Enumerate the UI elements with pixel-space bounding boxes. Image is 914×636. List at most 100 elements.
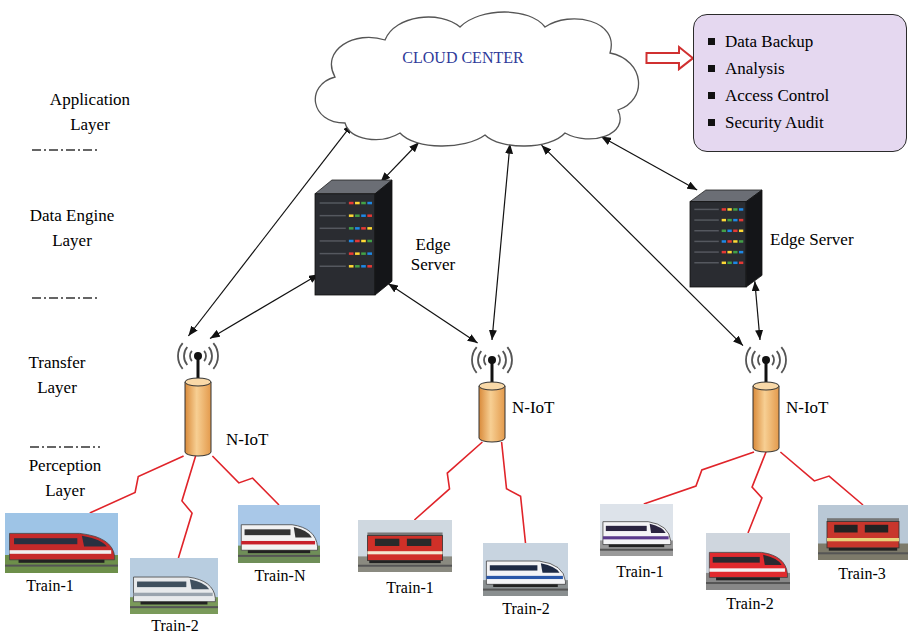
train-stripe: [709, 568, 785, 571]
server-front: [315, 194, 375, 295]
server-led: [722, 230, 726, 233]
server-led: [367, 227, 372, 230]
node-label: Edge Server: [770, 230, 854, 250]
node-label: Train-2: [502, 599, 549, 618]
connector-arrow: [601, 137, 697, 190]
server-side: [746, 190, 762, 287]
server-icon: [690, 190, 762, 287]
server-led: [367, 214, 372, 217]
wireless-link: [90, 456, 184, 513]
tower-top: [479, 382, 505, 390]
train-stripe: [367, 551, 442, 554]
train-stripe: [241, 541, 315, 544]
cloud-icon: [300, 5, 650, 148]
server-led: [349, 227, 354, 230]
train-windshield: [541, 563, 560, 573]
list-text: Data Backup: [725, 32, 813, 52]
train-window: [375, 539, 399, 546]
text-slot: Train-3: [838, 564, 885, 583]
connector-arrow: [492, 144, 510, 340]
bullet-square: [708, 38, 715, 45]
train-body: [134, 577, 216, 602]
cloud-node: CLOUD CENTER: [300, 5, 650, 148]
antenna-icon: [468, 340, 516, 442]
server-front: [690, 202, 746, 287]
server-vent: [694, 209, 718, 211]
server-led: [349, 214, 354, 217]
niot-tower: N-IoT: [174, 336, 222, 456]
server-led: [355, 214, 360, 217]
photo-track: [358, 565, 452, 567]
train-window: [834, 525, 857, 533]
server-led: [739, 251, 743, 254]
server-led: [727, 240, 731, 243]
feature-box: Data BackupAnalysisAccess ControlSecurit…: [693, 14, 907, 152]
node-label: Train-1: [26, 576, 73, 595]
server-led: [361, 265, 366, 268]
text-slot: Train-2: [726, 594, 773, 613]
server-vent: [694, 241, 718, 243]
server-led: [361, 202, 366, 205]
server-led: [367, 202, 372, 205]
list-text: Access Control: [725, 86, 829, 106]
node-label: Train-N: [255, 566, 306, 585]
train-window: [407, 539, 431, 546]
text-slot: Train-N: [255, 566, 306, 585]
connector-arrow: [388, 284, 477, 344]
connector-arrow: [755, 281, 760, 340]
server-led: [722, 208, 726, 211]
signal-wave: [758, 355, 760, 365]
bullet-square: [708, 119, 715, 126]
train-icon: [600, 504, 673, 556]
train-node: Train-1: [358, 520, 452, 572]
server-led: [361, 227, 366, 230]
signal-wave: [213, 343, 218, 369]
train-icon: [706, 533, 790, 590]
antenna-tip: [194, 352, 202, 360]
wireless-link: [748, 452, 766, 533]
photo-track: [818, 552, 908, 554]
signal-wave: [204, 351, 206, 361]
photo-sky: [358, 520, 452, 572]
train-wheels: [609, 545, 664, 548]
train-icon: [5, 513, 118, 573]
server-led: [361, 214, 366, 217]
train-windshield: [294, 527, 312, 537]
signal-wave: [484, 355, 486, 365]
server-led: [739, 230, 743, 233]
layer-separator: [30, 446, 100, 447]
train-windshield: [190, 579, 209, 589]
server-led: [355, 265, 360, 268]
train-wheels: [19, 560, 105, 563]
signal-wave: [772, 355, 774, 365]
node-label: N-IoT: [512, 398, 554, 418]
train-node: Train-1: [5, 513, 118, 573]
train-stripe: [486, 576, 563, 579]
train-icon: [818, 505, 908, 560]
signal-wave: [209, 347, 212, 365]
train-stripe: [134, 593, 213, 596]
wireless-link: [212, 456, 279, 505]
text-slot: Train-2: [502, 599, 549, 618]
train-body: [367, 536, 442, 561]
niot-tower: N-IoT: [468, 340, 516, 442]
photo-sky: [5, 513, 118, 573]
cloud-shape: [315, 12, 638, 146]
server-led: [367, 265, 372, 268]
wireless-link: [414, 442, 482, 520]
photo-sky: [706, 533, 790, 590]
node-label: N-IoT: [786, 398, 828, 418]
photo-track: [238, 555, 320, 557]
block-arrow: [646, 47, 693, 69]
server-led: [349, 202, 354, 205]
signal-wave: [472, 347, 477, 373]
list-text: Security Audit: [725, 113, 824, 133]
wireless-link: [178, 456, 195, 558]
train-window: [14, 538, 77, 544]
train-wheels: [248, 550, 310, 553]
server-led: [727, 251, 731, 254]
server-led: [727, 230, 731, 233]
niot-tower: N-IoT: [742, 340, 790, 452]
server-led: [722, 262, 726, 265]
bullet-square: [708, 92, 715, 99]
